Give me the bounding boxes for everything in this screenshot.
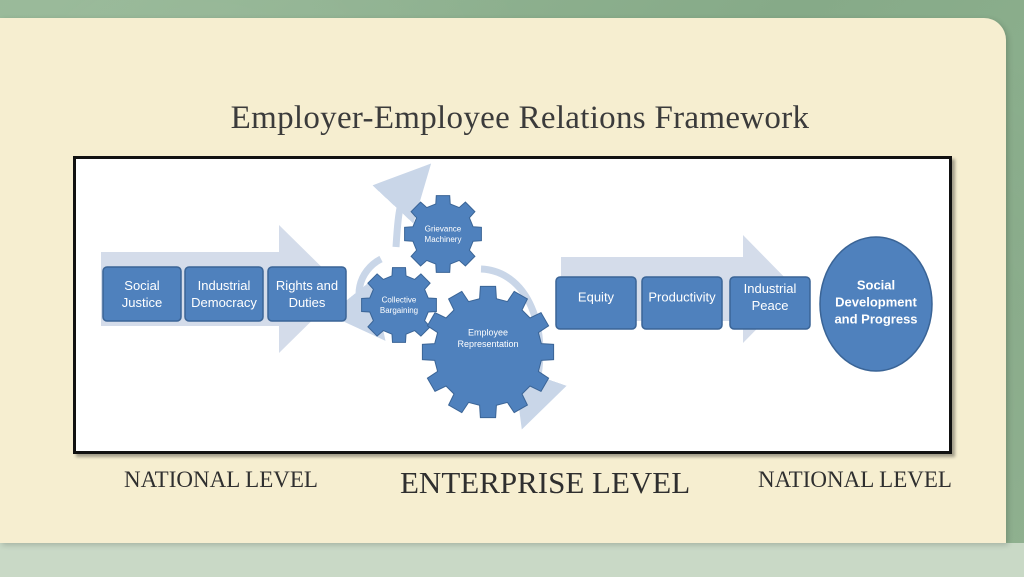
cycle-arc-top [372,163,432,248]
goal-ellipse [819,236,933,372]
goal-label: and Progress [834,312,917,327]
gear-label: Representation [457,339,518,349]
national-level-label-right: NATIONAL LEVEL [758,467,952,492]
gear-label: Bargaining [380,306,418,315]
gear-label: Machinery [425,235,462,244]
left-box-label: Duties [289,295,326,310]
goal-label: Social [857,278,895,293]
right-box-label: Industrial [744,281,797,296]
left-box-3 [267,266,347,322]
gear-label: Grievance [425,225,462,234]
left-box-1 [102,266,182,322]
background-band [0,543,1024,577]
left-box-label: Justice [122,295,162,310]
right-box-label: Peace [752,298,789,313]
right-box-label: Equity [578,290,615,305]
left-box-label: Industrial [198,278,251,293]
gear-1 [404,195,482,273]
gear-label: Collective [382,296,417,305]
right-box-1 [555,276,637,330]
right-box-label: Productivity [648,290,716,305]
left-box-label: Rights and [276,278,338,293]
gear-3 [421,285,555,419]
left-box-label: Democracy [191,295,257,310]
right-box-3 [729,276,811,330]
cycle-arc-left [328,255,386,341]
right-box-2 [641,276,723,330]
left-box-label: Social [124,278,160,293]
enterprise-level-label: ENTERPRISE LEVEL [400,465,691,500]
gear-label: Employee [468,327,508,337]
national-level-label-left: NATIONAL LEVEL [124,467,318,492]
slide-title: Employer-Employee Relations Framework [230,100,810,136]
goal-label: Development [835,295,917,310]
left-box-2 [184,266,264,322]
gear-2 [361,267,437,343]
